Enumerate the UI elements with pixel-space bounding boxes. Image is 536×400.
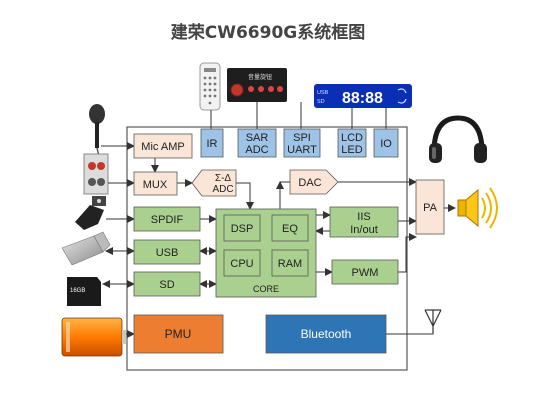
pa-label: PA (423, 202, 438, 214)
bluetooth-label: Bluetooth (301, 327, 352, 341)
cpu-block (223, 249, 261, 277)
spi-uart-block: SPI UART (283, 128, 321, 158)
bluetooth-block: Bluetooth (265, 314, 387, 354)
pmu-block: PMU (133, 314, 224, 354)
ram-block (271, 249, 309, 277)
dac-label: DAC (298, 177, 321, 189)
ram-label: RAM (278, 258, 302, 270)
mux-block: MUX (133, 171, 178, 196)
usb-label: USB (156, 247, 179, 259)
ir-remote-icon (199, 62, 221, 111)
sd-block: SD (133, 271, 201, 297)
ir-block: IR (200, 128, 224, 158)
io-label: IO (380, 138, 392, 150)
dac-block: DAC (289, 169, 339, 195)
battery-icon (61, 317, 126, 357)
headphones-icon (429, 115, 487, 163)
iis-label-line1: IIS (357, 211, 370, 223)
pwm-label: PWM (352, 267, 379, 279)
mic-amp-label: Mic AMP (141, 141, 184, 153)
diagram-title: 建荣CW6690G系统框图 (170, 23, 366, 43)
sd-card-icon: 16GB (67, 277, 101, 306)
display-usb-label: USB (317, 90, 329, 96)
sigma-delta-label-line1: Σ-Δ (215, 173, 232, 184)
iis-block: IIS In/out (329, 206, 399, 238)
sar-adc-label-line1: SAR (246, 132, 269, 144)
io-block: IO (373, 128, 399, 158)
lcd-led-block: LCD LED (337, 128, 367, 158)
usb-drive-icon (61, 231, 111, 266)
sigma-delta-adc-block: Σ-Δ ADC (191, 169, 237, 197)
display-readout: 88:88 (342, 90, 383, 107)
sd-label: SD (159, 279, 174, 291)
pwm-block: PWM (331, 259, 399, 285)
knob-panel-label: 音量旋钮 (248, 73, 272, 81)
display-sd-label: SD (317, 99, 325, 105)
cpu-label: CPU (230, 258, 253, 270)
sar-adc-label-line2: ADC (245, 144, 268, 156)
ir-label: IR (207, 138, 218, 150)
sigma-delta-label-line2: ADC (212, 184, 233, 195)
dsp-block (223, 214, 261, 242)
core-block: DSP EQ CPU RAM CORE (215, 208, 317, 298)
speaker-icon (457, 187, 498, 229)
spdif-label: SPDIF (151, 214, 184, 226)
eq-block (271, 214, 309, 242)
led-display-icon: USB SD 88:88 (314, 84, 412, 108)
pmu-label: PMU (165, 327, 192, 341)
spi-uart-label-line1: SPI (293, 132, 311, 144)
volume-knob-panel-icon: 音量旋钮 (227, 68, 287, 102)
audio-jack-panel-icon (83, 153, 109, 195)
microphone-icon (89, 104, 105, 157)
lcd-led-label-line2: LED (341, 144, 362, 156)
sar-adc-block: SAR ADC (237, 128, 277, 158)
core-label: CORE (253, 284, 279, 294)
mic-amp-block: Mic AMP (133, 133, 193, 159)
antenna-icon (424, 309, 442, 333)
spi-uart-label-line2: UART (287, 144, 317, 156)
spdif-block: SPDIF (133, 206, 201, 232)
usb-block: USB (133, 239, 201, 265)
eq-label: EQ (282, 223, 298, 235)
sd-card-capacity-label: 16GB (70, 288, 85, 294)
mux-label: MUX (143, 179, 168, 191)
iis-label-line2: In/out (350, 224, 378, 236)
lcd-led-label-line1: LCD (341, 132, 363, 144)
dsp-label: DSP (231, 223, 254, 235)
pa-block: PA (415, 179, 445, 235)
spdif-cable-icon (75, 196, 106, 230)
